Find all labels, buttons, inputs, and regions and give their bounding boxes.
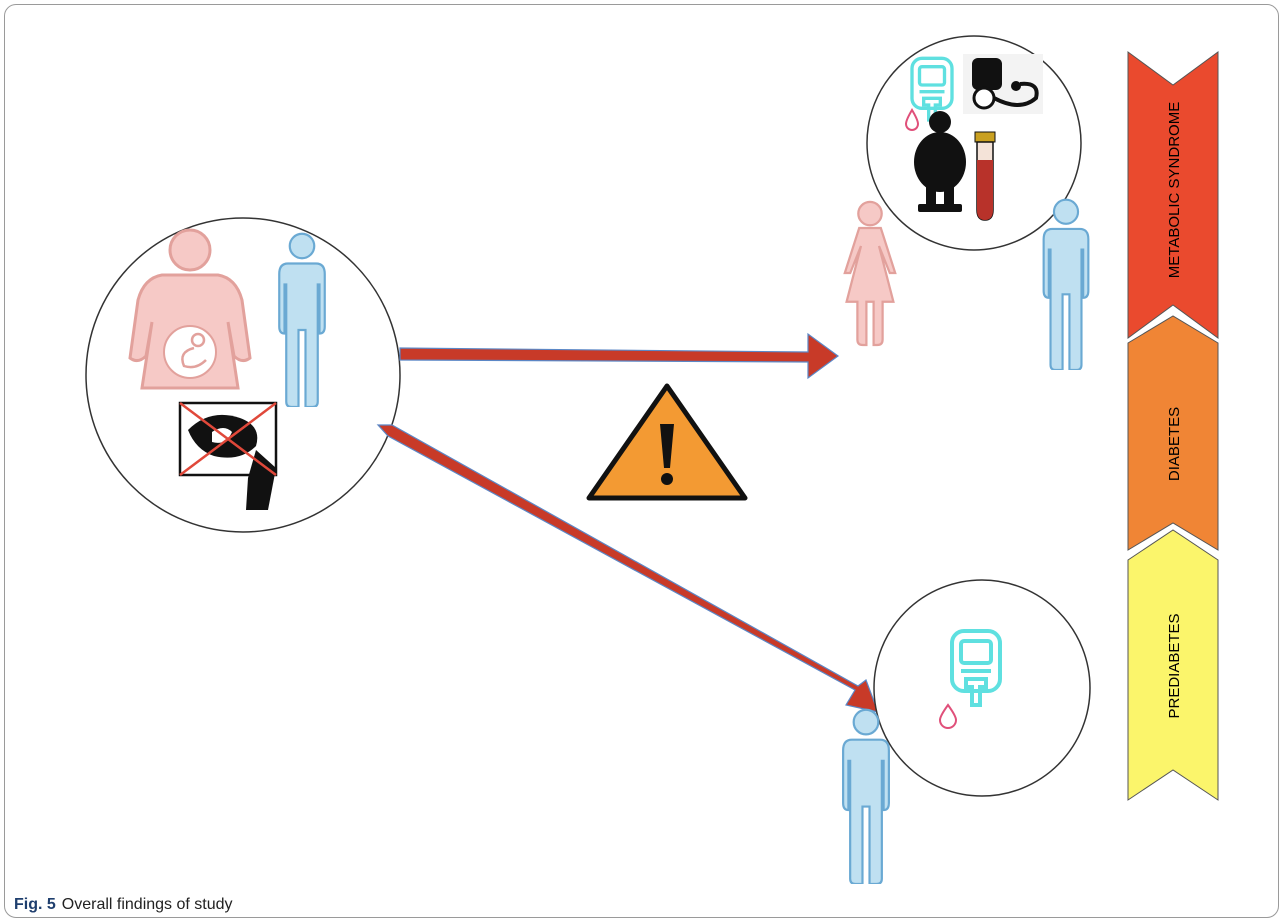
prediabetes-label: PREDIABETES bbox=[1166, 613, 1183, 718]
stage-metabolic-syndrome: METABOLIC SYNDROME bbox=[1127, 51, 1219, 339]
prediabetes-chevron bbox=[1127, 529, 1219, 801]
blood-tube-icon bbox=[974, 131, 996, 221]
woman-icon bbox=[843, 200, 897, 347]
diabetes-chevron bbox=[1127, 315, 1219, 551]
parents-circle bbox=[85, 217, 401, 533]
blood-drop-icon-bottom bbox=[938, 703, 958, 729]
pregnant-woman-icon bbox=[128, 228, 252, 390]
figure-caption-text: Overall findings of study bbox=[61, 896, 233, 913]
figure-frame bbox=[4, 4, 1279, 918]
arrow-to-metabolic bbox=[399, 332, 840, 380]
crossed-ultrasound-icon bbox=[178, 401, 278, 510]
stage-prediabetes: PREDIABETES bbox=[1127, 529, 1219, 801]
warning-icon bbox=[586, 383, 748, 501]
metabolic-chevron bbox=[1127, 51, 1219, 339]
man-icon-bottom bbox=[841, 708, 891, 884]
diabetes-label: DIABETES bbox=[1166, 407, 1183, 481]
figure-caption: Fig. 5 Overall findings of study bbox=[14, 896, 233, 914]
man-icon-top bbox=[1042, 198, 1090, 370]
stage-diabetes: DIABETES bbox=[1127, 315, 1219, 551]
blood-pressure-cuff-icon bbox=[963, 54, 1043, 114]
obese-person-on-scale-icon bbox=[914, 111, 966, 212]
blood-drop-icon bbox=[904, 108, 920, 131]
metabolic-label: METABOLIC SYNDROME bbox=[1166, 102, 1183, 278]
baby-icon bbox=[190, 332, 206, 348]
figure-label: Fig. 5 bbox=[14, 896, 56, 913]
